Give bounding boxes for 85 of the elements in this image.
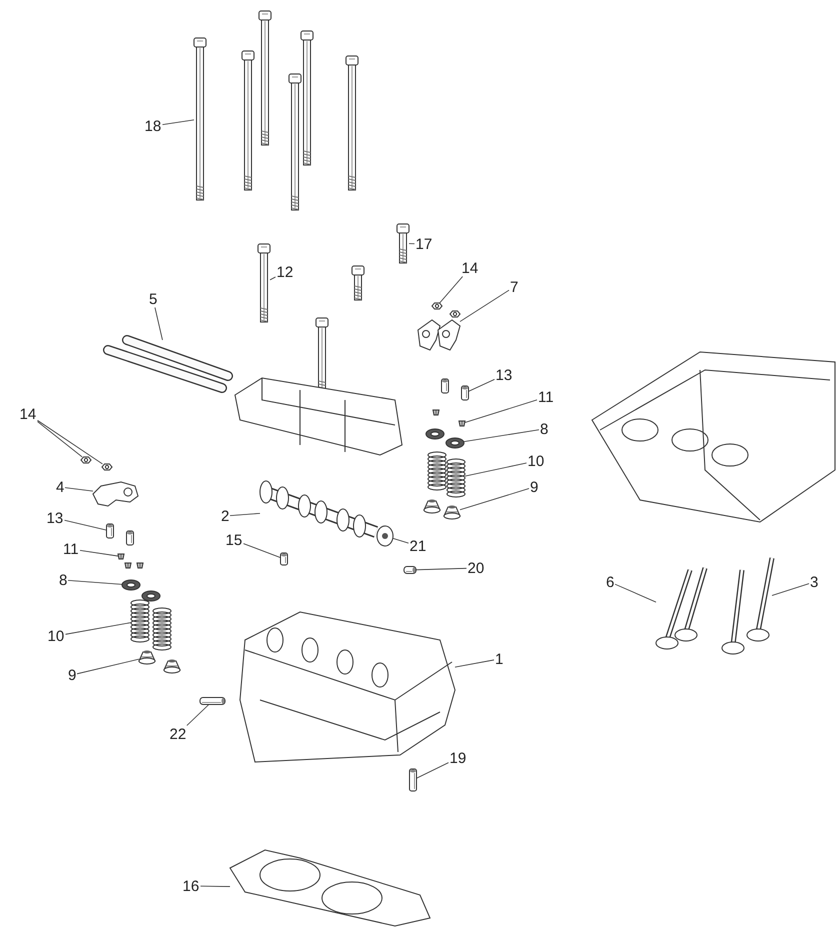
nut-drawing [431, 302, 443, 310]
leader-line [464, 399, 538, 423]
valve-keeper-drawing [117, 554, 125, 560]
callout-number: 1 [494, 650, 504, 668]
valve-spring-drawing [130, 600, 150, 642]
bolt-drawing [396, 224, 410, 264]
bolt-drawing [194, 38, 206, 200]
spring-retainer-drawing [446, 438, 464, 448]
rocker-arm-drawing [417, 319, 461, 351]
callout-number: 19 [448, 750, 468, 766]
leader-line [65, 622, 132, 635]
camshaft-end-drawing [376, 526, 394, 546]
callout-number: 20 [466, 560, 486, 576]
callout-number: 21 [408, 538, 428, 554]
nut-drawing [101, 463, 113, 471]
valve-spring-drawing [446, 458, 466, 498]
callout-number: 13 [494, 366, 514, 384]
leader-line [270, 276, 276, 280]
callout-number: 9 [67, 666, 78, 684]
rocker-arm-drawing [92, 481, 139, 507]
dowel-pin-drawing [200, 697, 226, 705]
callout-number: 5 [148, 290, 158, 308]
leader-line [614, 584, 656, 602]
callout-number: 14 [18, 406, 38, 422]
spring-retainer-drawing [122, 580, 140, 590]
leader-line [464, 429, 540, 442]
leader-line [37, 421, 83, 458]
valve-keeper-drawing [458, 420, 466, 426]
callout-number: 17 [414, 236, 434, 252]
valve-drawing [656, 569, 692, 650]
leader-line [80, 550, 118, 556]
leader-line [186, 704, 210, 726]
pin-drawing [106, 524, 114, 538]
callout-number: 12 [276, 264, 294, 280]
callout-number: 11 [537, 388, 555, 406]
callout-number: 2 [220, 508, 230, 524]
pin-drawing [280, 552, 288, 566]
callout-number: 14 [460, 260, 480, 276]
leader-line [76, 658, 140, 674]
rocker-shaft-drawing [103, 335, 233, 393]
head-gasket-drawing [229, 849, 431, 927]
leader-line [64, 487, 94, 492]
leader-line [439, 276, 464, 304]
valve-drawing [746, 558, 774, 642]
bolt-drawing [258, 244, 270, 322]
leader-line [460, 488, 530, 510]
callout-number: 10 [46, 628, 66, 644]
leader-line [243, 543, 281, 558]
pin-drawing [409, 768, 417, 792]
callout-number: 7 [509, 278, 520, 296]
leader-line [464, 462, 527, 476]
leader-line [230, 512, 260, 516]
valve-seal-drawing [138, 650, 156, 664]
callout-number: 9 [529, 478, 540, 496]
callout-number: 22 [168, 726, 188, 742]
callout-number: 3 [809, 574, 820, 590]
callout-number: 6 [605, 574, 616, 590]
leader-line [392, 538, 409, 544]
camshaft-drawing [260, 480, 378, 538]
leader-line [200, 886, 230, 887]
dowel-pin-drawing [404, 566, 416, 574]
leader-line [416, 762, 449, 779]
leader-line [416, 568, 467, 570]
callout-number: 8 [58, 572, 68, 588]
leader-line [162, 120, 194, 125]
leader-line [454, 660, 494, 668]
nut-drawing [80, 456, 92, 464]
leader-line [154, 307, 163, 340]
callout-number: 16 [182, 878, 200, 894]
leader-line [408, 243, 415, 244]
pin-drawing [461, 386, 469, 400]
leader-line [37, 420, 103, 464]
valve-seal-drawing [443, 506, 461, 520]
callout-number: 11 [62, 540, 80, 558]
callout-number: 10 [526, 452, 546, 470]
leader-line [468, 378, 495, 392]
leader-line [460, 290, 510, 322]
callout-number: 15 [224, 532, 244, 548]
leader-line [772, 583, 810, 596]
leader-line [64, 520, 107, 531]
callout-number: 13 [46, 510, 64, 526]
callout-number: 18 [144, 118, 162, 134]
callout-number: 4 [55, 478, 66, 496]
callout-number: 8 [539, 420, 550, 438]
leader-line [68, 580, 122, 585]
